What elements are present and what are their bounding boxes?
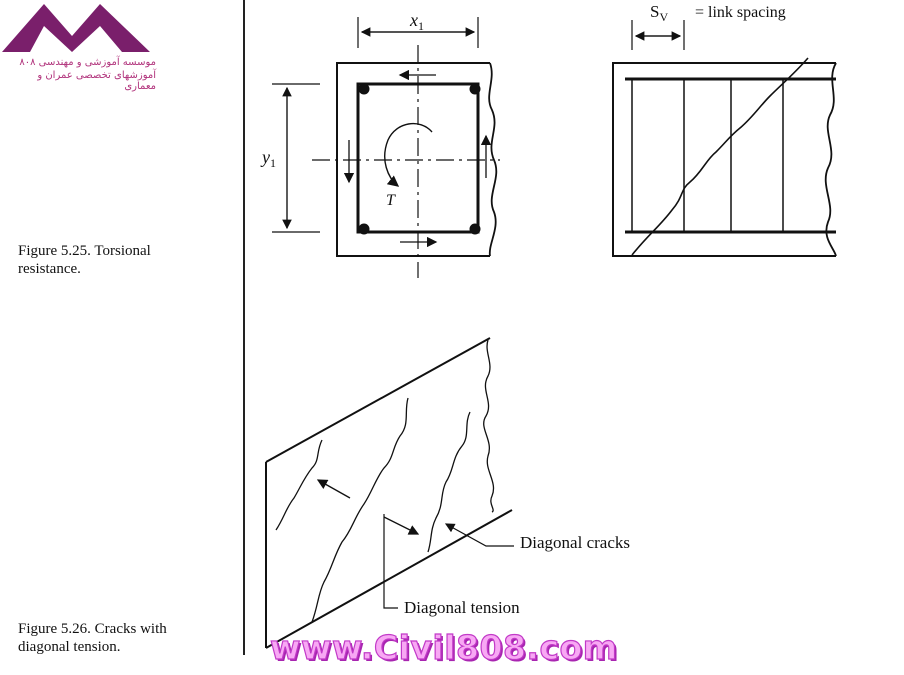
- rebar-top-left: [358, 83, 370, 95]
- beam-elevation: [612, 20, 837, 257]
- rebar-top-right: [469, 83, 481, 95]
- logo-icon: [2, 4, 150, 52]
- logo-line-2: آموزشهای تخصصی عمران و معماری: [37, 70, 156, 92]
- label-link-spacing: = link spacing: [695, 4, 786, 21]
- figure-5-26-caption: Figure 5.26. Cracks with diagonal tensio…: [18, 621, 167, 655]
- rebar-bottom-right: [469, 223, 481, 235]
- figure-5-25-caption: Figure 5.25. Torsional resistance.: [18, 243, 151, 277]
- label-y1: y1: [260, 147, 276, 170]
- label-x1: x1: [409, 10, 424, 33]
- watermark-url: www.Civil808.com: [269, 627, 618, 667]
- label-torque: T: [386, 192, 396, 209]
- torque-arrow: [384, 122, 433, 187]
- label-sv: SV: [650, 2, 668, 24]
- rebar-bottom-left: [358, 223, 370, 235]
- label-diagonal-cracks: Diagonal cracks: [520, 533, 630, 552]
- label-diagonal-tension: Diagonal tension: [404, 598, 520, 617]
- logo-line-1: موسسه آموزشی و مهندسی ۸۰۸: [19, 57, 156, 68]
- column-divider: [243, 0, 245, 655]
- beam-cross-section: [272, 17, 500, 278]
- tension-arrow-left: [316, 479, 351, 499]
- tension-arrow-right: [383, 516, 420, 535]
- diagonal-crack: [631, 57, 809, 256]
- beam-web-cracks: [265, 337, 514, 649]
